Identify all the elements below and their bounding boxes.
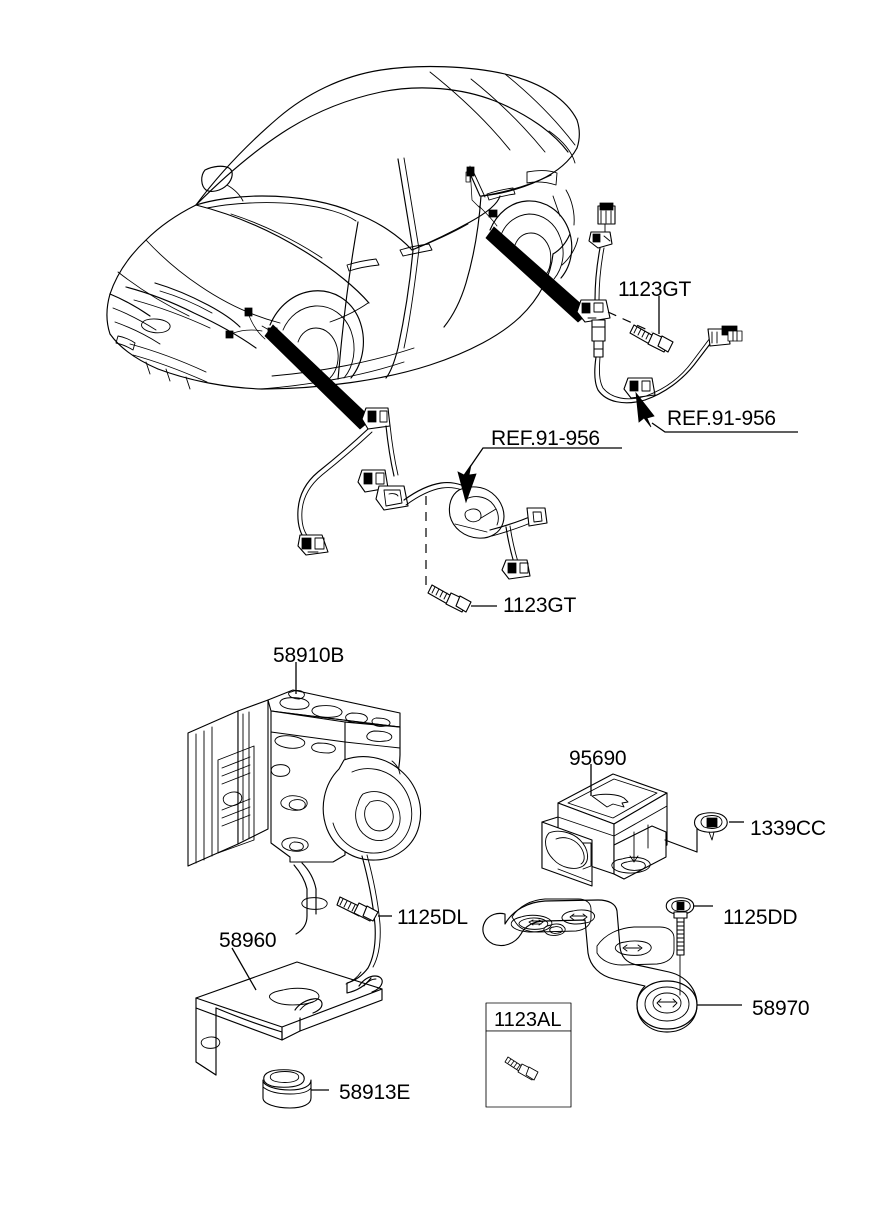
inset-box-1123al (485, 1002, 572, 1108)
vehicle-illustration (106, 65, 580, 390)
abs-hydraulic-module (187, 662, 422, 867)
nut-1339cc (693, 812, 728, 841)
label-58960: 58960 (219, 929, 277, 952)
bolt-1123gt-front (427, 584, 472, 613)
label-1125dd: 1125DD (723, 906, 798, 929)
label-58913e: 58913E (339, 1081, 411, 1104)
ref-arrow-front (457, 447, 622, 504)
front-wheel-speed-sensor-assembly (297, 407, 622, 613)
bolt-1125dl (336, 896, 379, 922)
inset-bolt-glyph (504, 1056, 539, 1081)
callout-wedge-front (264, 324, 373, 430)
abs-mounting-bracket (195, 854, 392, 1109)
label-58970: 58970 (752, 997, 810, 1020)
label-1339cc: 1339CC (750, 817, 826, 840)
bolt-1123gt-rear (629, 324, 674, 353)
yaw-rate-sensor (541, 764, 744, 887)
label-1123al: 1123AL (494, 1009, 562, 1031)
label-1123gt-rear: 1123GT (618, 278, 692, 301)
yaw-sensor-bracket (482, 897, 742, 1033)
label-ref-front: REF.91-956 (491, 427, 600, 450)
ref-arrow-rear (635, 391, 798, 433)
label-95690: 95690 (569, 747, 627, 770)
abs-grommet (262, 1069, 312, 1109)
callout-wedge-rear (485, 226, 591, 323)
sensor-marker-rear (465, 165, 498, 227)
label-1123gt-front: 1123GT (503, 594, 577, 617)
label-58910b: 58910B (273, 644, 345, 667)
rear-wheel-speed-sensor-assembly (576, 202, 798, 433)
label-ref-rear: REF.91-956 (667, 407, 776, 430)
sensor-marker-front (225, 307, 278, 340)
bolt-1125dd (665, 897, 695, 996)
label-1125dl: 1125DL (397, 906, 468, 929)
